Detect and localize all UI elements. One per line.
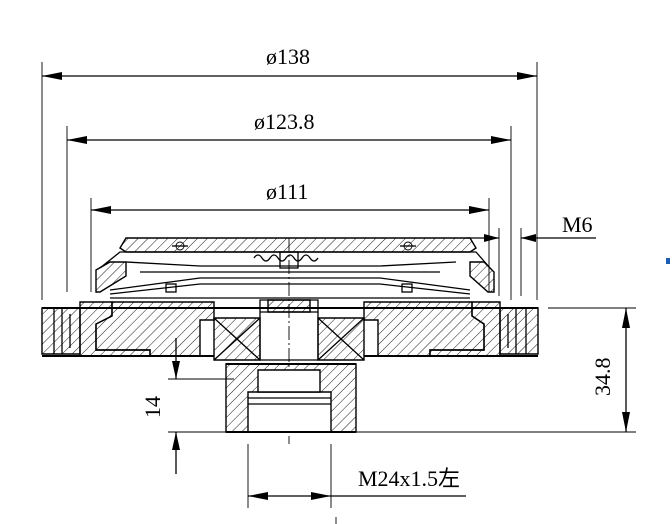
dimension-d138: ø138 [41,44,538,300]
dimension-m6: M6 [466,212,596,296]
dimension-label-d138: ø138 [266,44,310,69]
flange-section [41,299,539,361]
thread-boss [225,363,357,433]
dimension-label-d111: ø111 [266,179,308,204]
dimension-label-d1238: ø123.8 [254,109,315,134]
accent-marker [666,258,670,264]
dimension-h348: 34.8 [356,307,636,433]
dimension-d111: ø111 [90,179,490,292]
dimension-h14: 14 [140,338,234,474]
cover-assembly [95,237,495,299]
dimension-label-h14: 14 [140,396,165,418]
dimension-label-thread: M24x1.5左 [358,466,460,491]
dimension-thread: M24x1.5左 [247,444,466,508]
dimension-d1238: ø123.8 [66,109,512,300]
dimension-label-m6: M6 [562,212,593,237]
dimension-label-h348: 34.8 [590,358,615,397]
